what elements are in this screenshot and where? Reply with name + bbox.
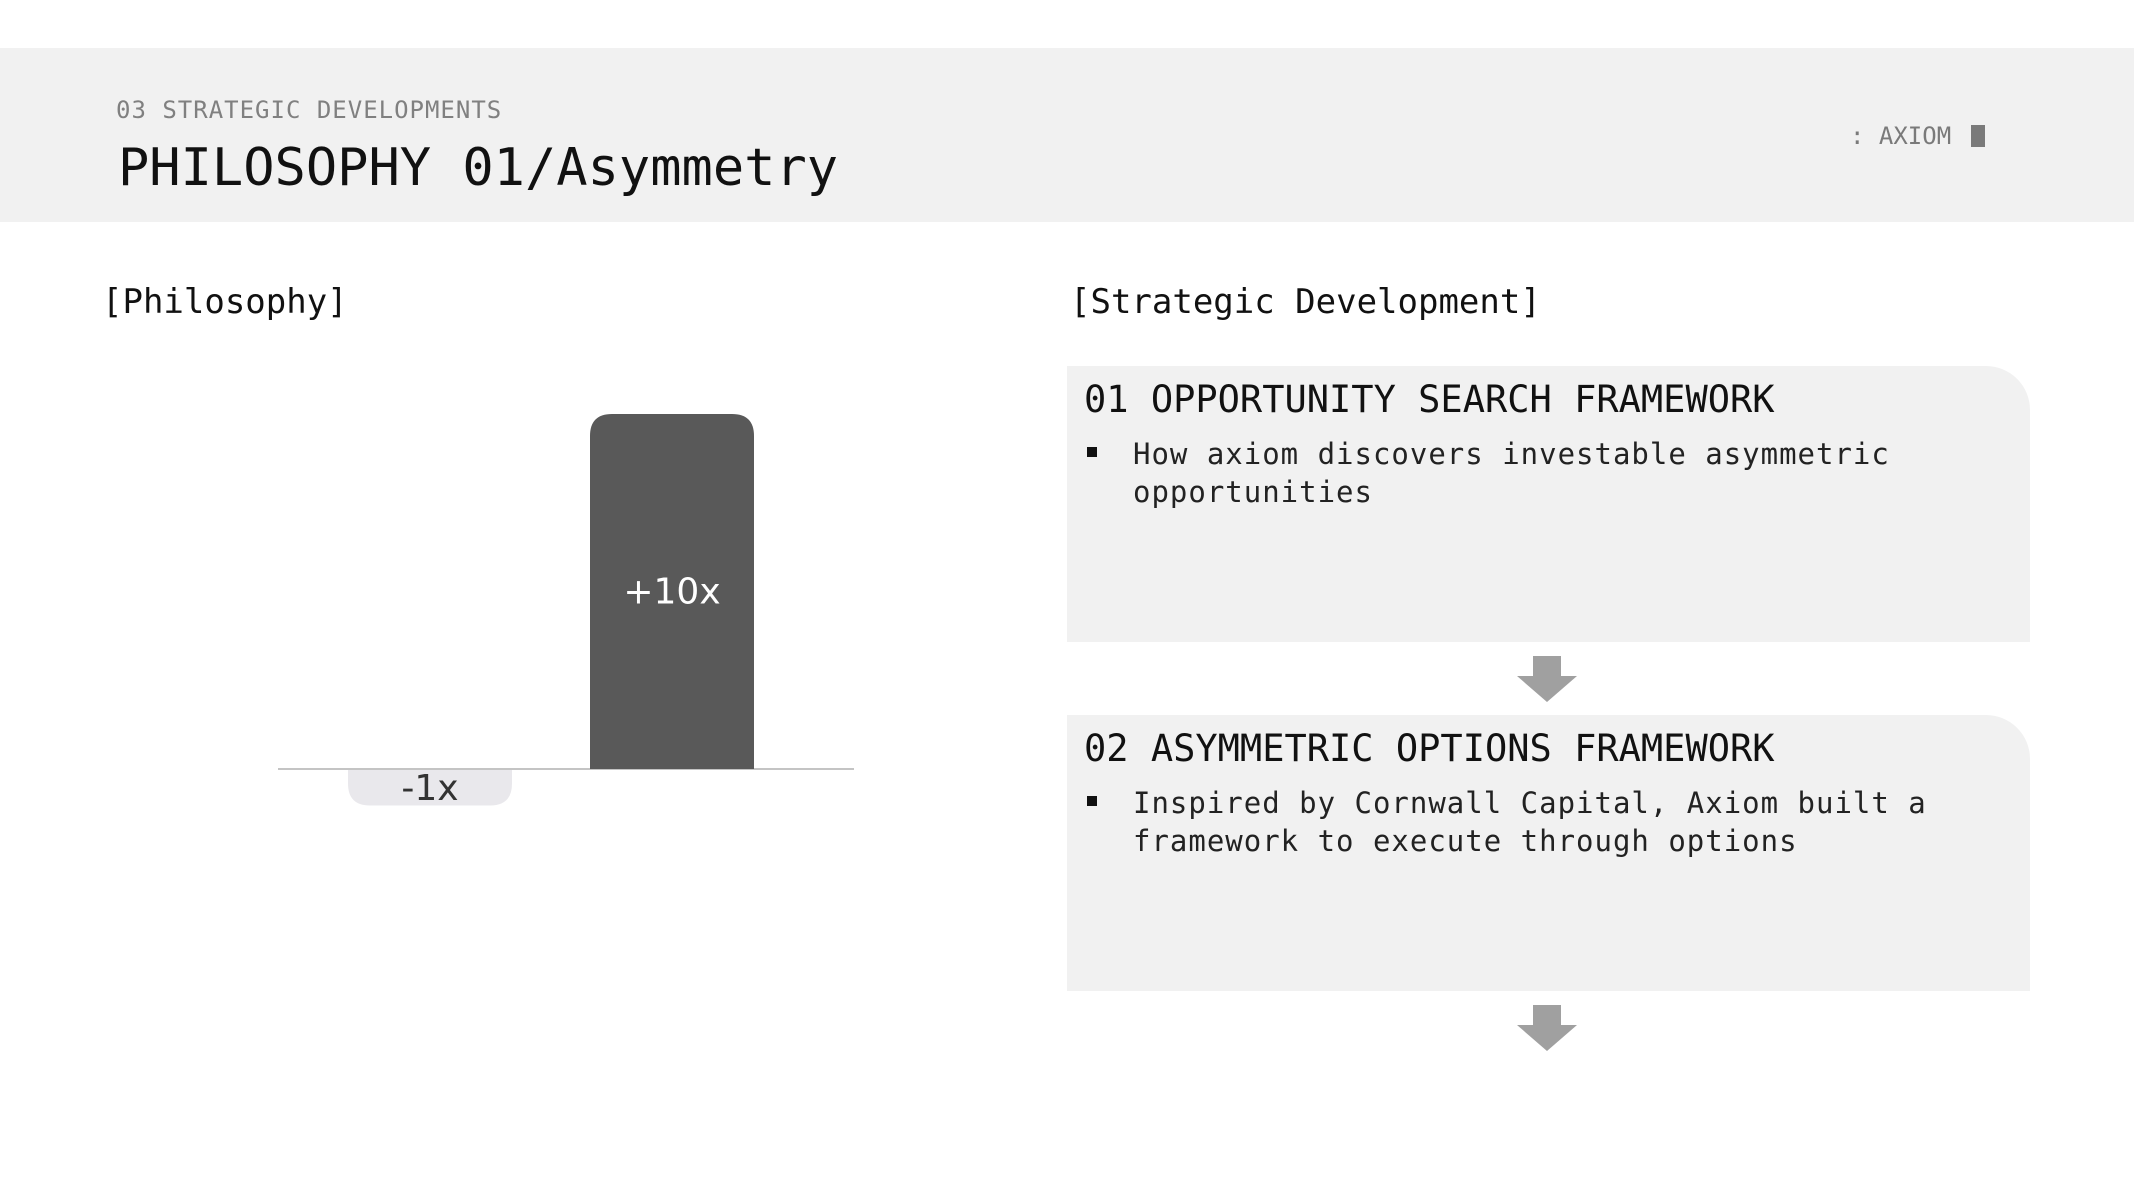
chart-bar-loss (348, 770, 512, 806)
chart-data-label-gain: +10x (623, 572, 720, 613)
card-bullet-text: Inspired by Cornwall Capital, Axiom buil… (1133, 786, 1927, 858)
arrow-down-icon (1517, 656, 1577, 702)
brand-logo: : AXIOM (1850, 122, 1986, 150)
brand-name: : AXIOM (1850, 122, 1952, 150)
header-band (0, 48, 2134, 222)
asymmetry-chart: -1x +10x (278, 414, 854, 809)
card-bullet: How axiom discovers investable asymmetri… (1084, 435, 2010, 511)
card-title: 01 OPPORTUNITY SEARCH FRAMEWORK (1084, 378, 1775, 421)
chart-bar-gain (590, 414, 754, 769)
bullet-square-icon (1087, 796, 1097, 806)
strategy-card-1: 01 OPPORTUNITY SEARCH FRAMEWORK How axio… (1067, 366, 2030, 642)
card-bullet: Inspired by Cornwall Capital, Axiom buil… (1084, 784, 2010, 860)
card-bullet-text: How axiom discovers investable asymmetri… (1133, 437, 1890, 509)
brand-block-icon (1971, 125, 1986, 147)
chart-bars: -1x +10x (348, 414, 754, 809)
strategy-card-2: 02 ASYMMETRIC OPTIONS FRAMEWORK Inspired… (1067, 715, 2030, 991)
philosophy-label: [Philosophy] (102, 282, 348, 322)
page-title: PHILOSOPHY 01/Asymmetry (118, 138, 839, 198)
arrow-down-icon (1517, 1005, 1577, 1051)
bullet-square-icon (1087, 447, 1097, 457)
strategic-development-label: [Strategic Development] (1070, 282, 1541, 322)
card-title: 02 ASYMMETRIC OPTIONS FRAMEWORK (1084, 727, 1775, 770)
section-eyebrow: 03 STRATEGIC DEVELOPMENTS (116, 96, 503, 124)
chart-data-label-loss: -1x (401, 768, 458, 809)
